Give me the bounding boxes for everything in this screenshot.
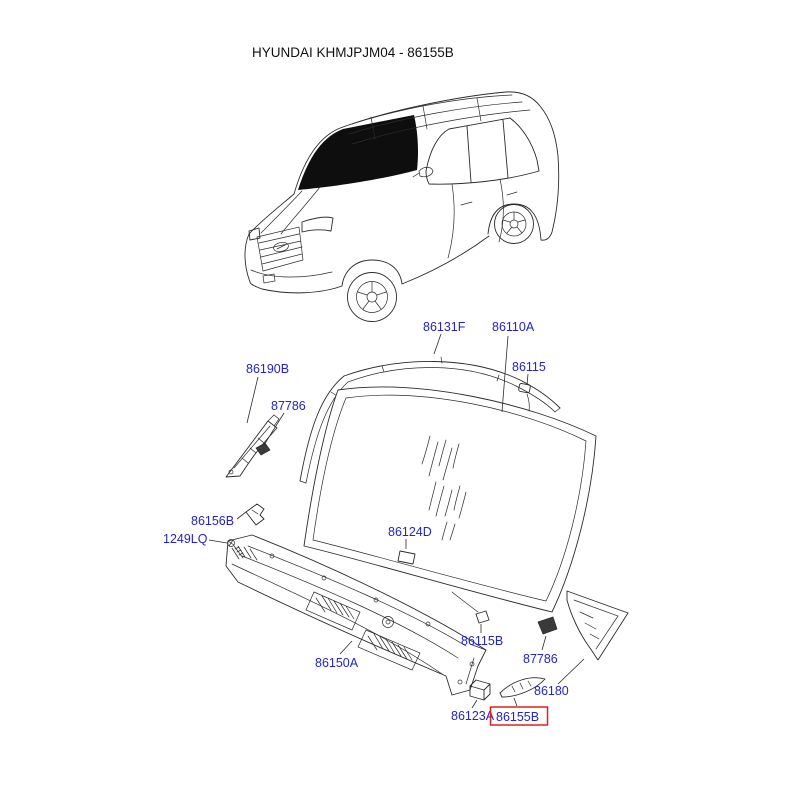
part-drawing-molding-86131F: [299, 356, 561, 484]
part-label-86180[interactable]: 86180: [534, 684, 569, 698]
part-drawing-side-cover-86180: [537, 590, 629, 661]
part-label-86115B[interactable]: 86115B: [461, 634, 503, 648]
cowl-grille-patch-1: [305, 591, 361, 631]
part-drawing-bracket-86156B: [245, 503, 265, 526]
part-label-86115[interactable]: 86115: [512, 360, 546, 374]
part-label-86110A[interactable]: 86110A: [492, 320, 535, 334]
leader-lines: [208, 333, 585, 709]
molding-end-caps: [299, 407, 561, 484]
part-label-1249LQ[interactable]: 1249LQ: [163, 532, 208, 546]
glass-outer-edge: [303, 386, 597, 613]
part-label-86150A[interactable]: 86150A: [315, 656, 359, 670]
bracket-86123A-shape: [469, 679, 491, 701]
side-cover-right-outline: [566, 590, 629, 661]
cowl-screw-hole: [321, 575, 327, 581]
highlight-box-86155B: [489, 706, 549, 726]
car-side-mirror: [412, 166, 434, 178]
part-label-86123A[interactable]: 86123A: [451, 709, 495, 723]
side-cover-left-inner-line: [233, 425, 271, 469]
part-drawing-windshield-glass-86110A: [303, 386, 597, 613]
side-cover-left-hatching: [241, 437, 265, 464]
car-side-windows: [425, 117, 540, 185]
part-label-86131F[interactable]: 86131F: [423, 320, 466, 334]
car-rear-wheel: [494, 204, 534, 244]
part-drawing-side-cover-86190B: [225, 414, 280, 478]
part-drawing-clip-86115: [518, 383, 531, 412]
glass-inner-edge: [312, 394, 587, 602]
screw-shaft: [233, 545, 244, 559]
cowl-right-hole: [457, 679, 463, 685]
car-roof-contours: [348, 94, 531, 145]
brand-logo-icon: [273, 241, 289, 253]
car-bumper-lines: [250, 269, 333, 284]
trim-86155B-hatching: [511, 680, 532, 693]
molding-ticks: [330, 356, 500, 397]
cowl-screw-hole: [269, 553, 275, 559]
side-cover-right-hatching: [579, 611, 600, 640]
screw-head-cross: [227, 539, 235, 547]
cowl-screw-hole: [425, 621, 431, 627]
car-headlights: [248, 216, 334, 241]
cowl-hole: [382, 616, 394, 628]
cowl-right-end-details: [465, 643, 487, 685]
clip-86115B-shape: [475, 610, 490, 624]
clip-87786-left: [255, 442, 271, 456]
glass-reflection-hatching: [421, 435, 467, 541]
mirror-pad-86124D: [397, 550, 416, 565]
part-drawing-screw-1249LQ: [227, 539, 244, 559]
bracket-86156B-inner: [251, 509, 259, 515]
part-drawing-clip-86115B: [451, 591, 490, 624]
molding-inner-edge: [305, 367, 556, 484]
cowl-screw-hole: [373, 597, 379, 603]
car-windshield-filled: [298, 115, 418, 190]
page-title: HYUNDAI KHMJPJM04 - 86155B: [252, 45, 454, 60]
car-door-lines: [447, 178, 518, 259]
screw-head: [227, 539, 235, 547]
vehicle-illustration: [244, 91, 560, 322]
cowl-right-hole: [469, 661, 475, 667]
clip-87786-right: [537, 616, 558, 635]
side-cover-left-hole: [228, 469, 234, 475]
part-drawing-bracket-86123A: [469, 679, 491, 701]
cowl-grille-patch-2: [357, 629, 421, 671]
molding-outer-edge: [299, 361, 561, 482]
cowl-hole-center: [385, 619, 391, 625]
part-label-87786-left[interactable]: 87786: [271, 399, 306, 413]
trim-86155B-shape: [499, 677, 546, 698]
car-hood-creases: [260, 186, 321, 235]
car-grille: [256, 226, 304, 272]
bracket-86156B-shape: [245, 503, 265, 526]
side-cover-right-inner-line: [573, 599, 619, 650]
part-label-86156B[interactable]: 86156B: [191, 514, 234, 528]
car-front-wheel: [347, 272, 397, 322]
part-label-86124D[interactable]: 86124D: [388, 525, 432, 539]
part-label-86155B-highlighted[interactable]: 86155B: [496, 710, 539, 724]
brand-logo-slash: [276, 244, 286, 250]
part-label-87786-right[interactable]: 87786: [523, 652, 558, 666]
clip-86115B-leader-to-glass: [451, 591, 479, 613]
part-label-86190B[interactable]: 86190B: [246, 362, 289, 376]
clip-86115-leader-to-glass: [526, 393, 530, 412]
part-drawing-trim-86155B: [499, 677, 546, 698]
clip-86115-shape: [518, 383, 531, 394]
side-cover-left-tab: [267, 414, 280, 427]
cowl-left-end-hatching: [231, 545, 258, 561]
